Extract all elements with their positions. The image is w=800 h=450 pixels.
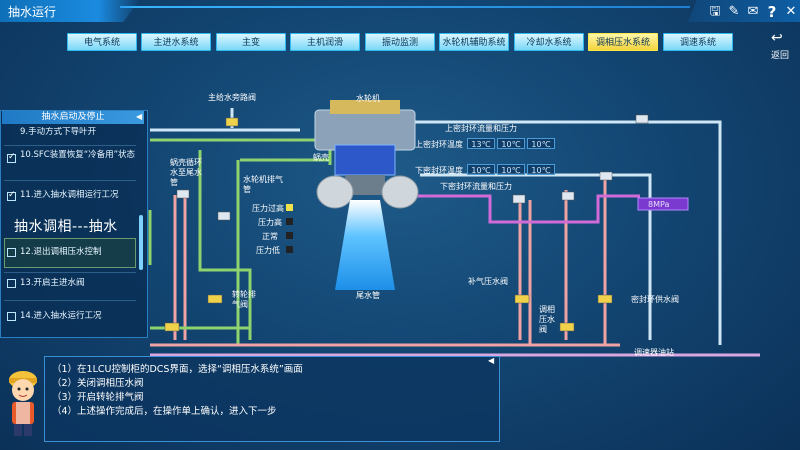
lower-seal-flow-label: 下密封环流量和压力 — [440, 182, 512, 191]
step-panel — [0, 110, 148, 338]
step-13-checkbox[interactable] — [7, 279, 16, 288]
instruction-line-1: （1）在1LCU控制柜的DCS界面，选择“调相压水系统”画面 — [52, 364, 303, 375]
tab-vibration[interactable]: 振动监测 — [365, 33, 435, 51]
message-icon[interactable]: ✉ — [747, 4, 759, 19]
back-label[interactable]: 返回 — [771, 51, 790, 61]
lower-seal-temp-label: 下密封环温度 — [415, 166, 463, 175]
tab-turbine-aux[interactable]: 水轮机辅助系统 — [439, 33, 509, 51]
collapse-left-icon[interactable]: ◀ — [136, 112, 143, 121]
pressure-highish-label: 压力高 — [258, 218, 282, 227]
tab-main-inlet[interactable]: 主进水系统 — [141, 33, 211, 51]
current-step-highlight — [4, 238, 136, 268]
title-plate — [0, 0, 140, 22]
close-icon[interactable]: ✕ — [785, 4, 797, 19]
panel-title: 抽水启动及停止 — [2, 111, 144, 124]
lower-temp-3: 10℃ — [527, 164, 555, 175]
step-12[interactable]: 12.退出调相压水控制 — [20, 247, 102, 257]
tab-governor[interactable]: 调速系统 — [663, 33, 733, 51]
step-14-checkbox[interactable] — [7, 312, 16, 321]
divider — [4, 145, 136, 146]
instruction-line-4: （4）上述操作完成后，在操作单上确认，进入下一步 — [52, 406, 277, 417]
tab-cooling-water[interactable]: 冷却水系统 — [514, 33, 584, 51]
instruction-box — [44, 356, 500, 442]
back-arrow-icon[interactable]: ↩ — [771, 30, 783, 46]
collapse-instruction-icon[interactable]: ◀ — [488, 356, 495, 365]
step-12-checkbox[interactable] — [7, 248, 16, 257]
edit-icon[interactable]: ✎ — [728, 4, 740, 19]
seal-supply-valve-label: 密封环供水阀 — [631, 295, 679, 304]
step-11-checkbox[interactable] — [7, 190, 16, 201]
upper-temp-3: 10℃ — [527, 138, 555, 149]
tab-main-transformer[interactable]: 主变 — [216, 33, 286, 51]
pressure-high-label: 压力过高 — [252, 204, 284, 213]
divider — [4, 300, 136, 301]
upper-temp-1: 13℃ — [467, 138, 495, 149]
divider — [4, 272, 136, 273]
step-13[interactable]: 13.开启主进水阀 — [20, 278, 85, 288]
upper-seal-temp-label: 上密封环温度 — [415, 140, 463, 149]
tab-electrical[interactable]: 电气系统 — [67, 33, 137, 51]
panel-scrollbar[interactable] — [139, 215, 143, 270]
air-supply-valve-label: 补气压水阀 — [468, 277, 508, 286]
step-10-checkbox[interactable] — [7, 152, 16, 163]
governor-tank-label: 调速器油站 — [634, 348, 674, 357]
turbine-label: 水轮机 — [356, 94, 380, 103]
turbine-vent-label: 水轮机排气管 — [243, 175, 283, 194]
phase-valve-label: 调相压水阀 — [539, 305, 555, 334]
step-10[interactable]: 10.SFC装置恢复“冷备用”状态 — [20, 150, 136, 160]
tab-lubrication[interactable]: 主机润滑 — [290, 33, 360, 51]
upper-seal-flow-label: 上密封环流量和压力 — [445, 124, 517, 133]
step-11[interactable]: 11.进入抽水调相运行工况 — [20, 190, 119, 200]
mode-title: 抽水调相---抽水 — [14, 219, 118, 235]
instruction-line-3: （3）开启转轮排气阀 — [52, 392, 144, 403]
lower-temp-1: 10℃ — [467, 164, 495, 175]
upper-temp-2: 10℃ — [497, 138, 525, 149]
runner-vent-valve-label: 转轮排气阀 — [232, 290, 256, 309]
lower-temp-2: 10℃ — [497, 164, 525, 175]
toolbar — [688, 0, 800, 22]
normal-label: 正常 — [262, 232, 278, 241]
instruction-line-2: （2）关闭调相压水阀 — [52, 378, 144, 389]
volute-drain-label: 蜗壳循环水至尾水管 — [170, 158, 202, 187]
top-rule — [120, 6, 690, 8]
main-bypass-valve-label: 主给水旁路阀 — [208, 93, 256, 102]
pressure-low-label: 压力低 — [256, 246, 280, 255]
help-icon[interactable]: ? — [767, 3, 777, 21]
save-icon[interactable]: 🖫 — [709, 4, 721, 19]
tab-phase-pressure[interactable]: 调相压水系统 — [588, 33, 658, 51]
step-9[interactable]: 9.手动方式下导叶开 — [20, 127, 97, 137]
pressure-value: 8MPa — [648, 200, 670, 209]
volute-label: 蜗壳 — [313, 153, 329, 162]
app-title: 抽水运行 — [8, 5, 57, 19]
worker-avatar — [9, 371, 37, 436]
tailrace-label: 尾水管 — [356, 291, 380, 300]
step-14[interactable]: 14.进入抽水运行工况 — [20, 311, 102, 321]
divider — [4, 180, 136, 181]
